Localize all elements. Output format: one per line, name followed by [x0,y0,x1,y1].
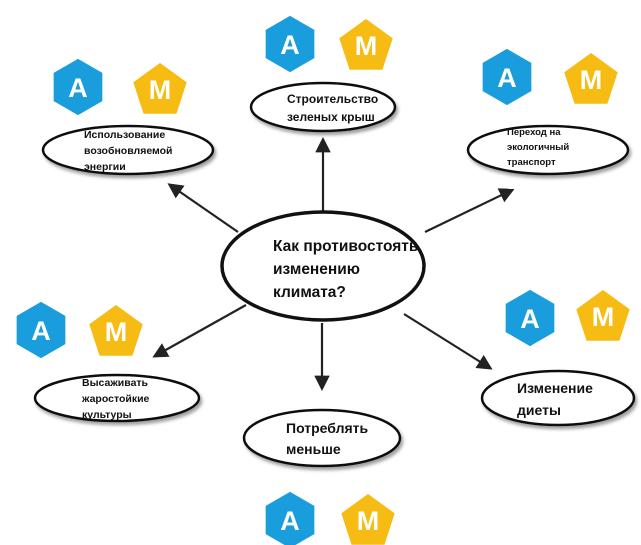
badge-m-pentagon-heat-crops: M [87,303,145,358]
arrow-to-heat-crops [152,304,247,358]
node-eco-transport-line-3: транспорт [507,157,556,168]
hexagon-shape [504,288,556,348]
node-green-roofs-ellipse [249,81,397,133]
pentagon-shape [574,288,632,343]
svg-text:Изменение диеты: Изменение диеты [517,380,597,418]
node-diet-ellipse [480,369,636,427]
center-line-2: изменению [273,261,360,278]
node-consume-less-line-1: Потреблять [286,420,368,436]
hexagon-shape [264,14,316,74]
node-renewable: Использование возобновляемой энергии [41,124,215,176]
node-consume-less: Потреблять меньше [242,408,402,468]
badge-m-label: M [580,65,603,95]
node-green-roofs-line-1: Строительство [287,92,378,106]
badge-m-label: M [355,31,378,61]
badge-a-hexagon-renewable: A [52,57,104,117]
badge-m-pentagon-diet: M [574,288,632,343]
node-heat-crops-line-2: жаростойкие [81,393,150,405]
hexagon-shape [264,490,316,545]
node-eco-transport: Переход на экологичный транспорт [466,124,630,176]
node-eco-transport-line-1: Переход на [507,127,561,138]
hexagon-shape [481,47,533,107]
node-eco-transport-line-2: экологичный [507,142,569,153]
node-heat-crops-line-1: Высаживать [82,377,149,389]
pentagon-shape [131,61,189,116]
badge-m-label: M [357,506,380,536]
hexagon-shape [15,300,67,360]
arrow-to-renewable [167,183,239,233]
badge-m-label: M [149,75,172,105]
node-consume-less-line-2: меньше [286,441,341,457]
svg-text:Строительство зеленых кр: Строительство зеленых крыш [287,92,382,124]
center-line-1: Как противостоять [273,238,418,255]
badge-m-pentagon-consume-less: M [339,492,397,545]
node-heat-crops: Высаживать жаростойкие культуры [33,373,201,423]
svg-text:Как противостоять измене: Как противостоять изменению климата? [273,238,423,301]
badge-a-label: A [520,304,540,334]
svg-text:Использование возобновля: Использование возобновляемой энергии [84,129,175,173]
node-heat-crops-line-3: культуры [82,409,132,421]
node-renewable-line-2: возобновляемой [84,145,173,157]
arrows [152,136,515,392]
badge-a-label: A [280,506,300,536]
node-eco-transport-ellipse [466,124,630,176]
node-green-roofs: Строительство зеленых крыш [249,81,397,133]
node-green-roofs-line-2: зеленых крыш [287,110,375,124]
node-renewable-ellipse [41,124,215,176]
badge-a-hexagon-diet: A [504,288,556,348]
node-renewable-line-3: энергии [84,161,126,173]
badge-a-label: A [280,30,300,60]
badge-a-label: A [68,73,88,103]
badge-a-label: A [31,316,51,346]
badge-a-hexagon-heat-crops: A [15,300,67,360]
node-diet: Изменение диеты [480,369,636,427]
pentagon-shape [562,51,620,106]
badge-m-pentagon-eco-transport: M [562,51,620,106]
node-diet-line-1: Изменение [517,380,593,396]
badge-m-label: M [105,317,128,347]
pentagon-shape [87,303,145,358]
center-line-3: климата? [273,284,346,301]
badge-a-hexagon-consume-less: A [264,490,316,545]
node-consume-less-ellipse [242,408,402,468]
node-diet-line-2: диеты [517,402,561,418]
arrow-to-eco-transport [424,188,515,233]
badge-a-hexagon-eco-transport: A [481,47,533,107]
badge-m-pentagon-renewable: M [131,61,189,116]
center-node: Как противостоять изменению климата? [220,210,426,322]
hexagon-shape [52,57,104,117]
node-heat-crops-ellipse [33,373,201,423]
pentagon-shape [337,17,395,72]
svg-text:Переход на экологичный: Переход на экологичный транспорт [507,127,572,168]
center-ellipse [220,210,426,322]
badge-m-pentagon-green-roofs: M [337,17,395,72]
pentagon-shape [339,492,397,545]
arrow-to-diet [403,313,493,370]
svg-text:Потреблять меньше: Потреблять меньше [286,420,372,457]
badge-a-label: A [497,63,517,93]
badge-a-hexagon-green-roofs: A [264,14,316,74]
svg-text:Высаживать жаростойкие: Высаживать жаростойкие культуры [81,377,152,421]
node-renewable-line-1: Использование [84,129,165,141]
badge-m-label: M [592,302,615,332]
badges: A M A M A M A M A M A M [15,14,632,545]
